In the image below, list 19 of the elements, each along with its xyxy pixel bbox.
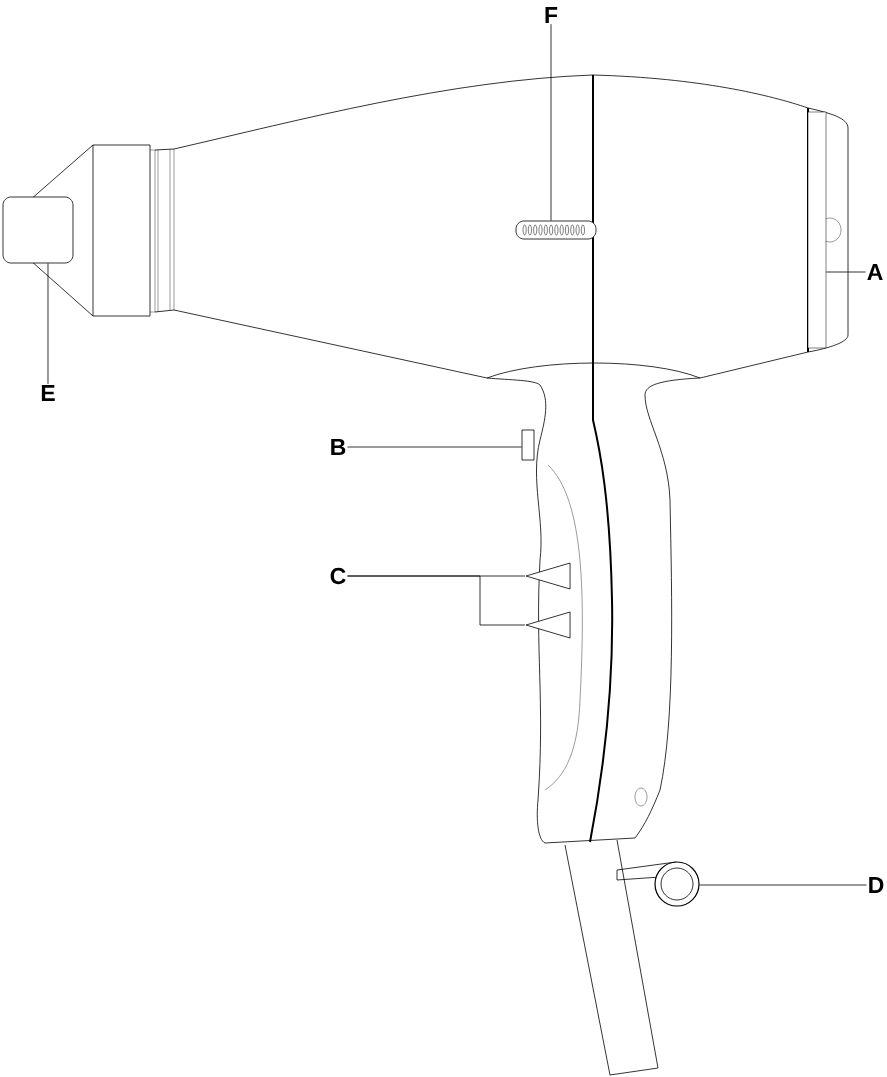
callout-letter: A [867, 264, 883, 280]
leader-line [47, 263, 49, 385]
leader-line [347, 575, 526, 626]
callout-letter: B [331, 439, 346, 455]
rear-filter-band [807, 111, 827, 349]
leader-line [699, 884, 867, 886]
callout-letter: C [330, 567, 346, 585]
callout-letter: E [41, 385, 55, 401]
leader-line [825, 271, 866, 273]
slide-button [521, 429, 535, 461]
vent-slider [515, 220, 597, 240]
leader-line [550, 23, 552, 221]
cord-hook [654, 861, 700, 907]
callout-letter: F [545, 7, 558, 23]
trigger-button [525, 611, 571, 639]
nozzle-tip [2, 196, 74, 264]
trigger-button [525, 562, 571, 590]
leader-line [347, 446, 522, 448]
callout-letter: D [869, 877, 884, 893]
